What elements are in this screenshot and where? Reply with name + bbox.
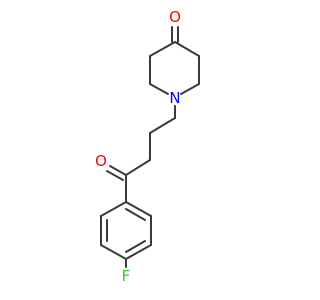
bond-cd-o-b: [106, 170, 124, 181]
aromatic-inner-top-right: [125, 208, 146, 221]
bond-cc-cd: [125, 159, 151, 176]
bond-ar5-ar4: [125, 244, 152, 260]
piperidinone-ring: [149, 26, 200, 95]
atom-nitrogen: N: [169, 89, 180, 107]
structure-svg: O N O F: [95, 8, 200, 285]
atom-oxygen-top: O: [169, 8, 181, 26]
fluorophenyl-ring: [100, 201, 152, 268]
bond-c2-n: [149, 83, 169, 95]
molecule-diagram: O N O F: [95, 8, 200, 285]
bond-c6-n: [180, 83, 200, 95]
atom-oxygen-chain: O: [95, 152, 107, 170]
bond-ar1-ar6: [125, 201, 152, 217]
bond-ca-cb: [149, 117, 176, 134]
bond-ar1-ar2: [100, 201, 127, 217]
bond-c4-c5: [174, 41, 200, 57]
bond-ar3-ar4: [100, 244, 127, 260]
bond-c4-c3: [149, 41, 176, 57]
aromatic-inner-bottom-right: [125, 240, 146, 253]
butyl-chain: [106, 105, 176, 203]
atom-fluorine: F: [122, 267, 131, 285]
bond-cd-o-a: [109, 165, 127, 176]
